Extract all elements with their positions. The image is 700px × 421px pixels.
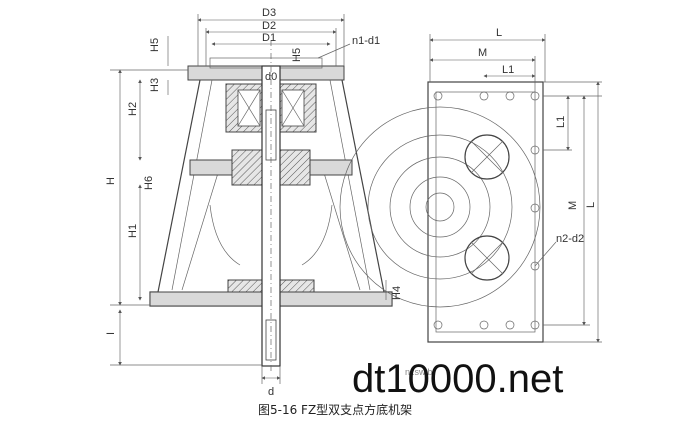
label-d0: d0 — [265, 71, 277, 83]
label-H2: H2 — [127, 102, 139, 116]
outer-ring — [339, 106, 541, 308]
label-H3: H3 — [149, 78, 161, 92]
label-H6: H6 — [143, 176, 155, 190]
label-M-top: M — [478, 47, 487, 59]
label-H1: H1 — [127, 224, 139, 238]
label-D2: D2 — [262, 20, 276, 32]
label-H: H — [105, 177, 117, 185]
label-n2-d2: n2-d2 — [556, 233, 584, 245]
label-d: d — [268, 386, 274, 398]
figure-caption: 图5-16 FZ型双支点方底机架 — [258, 402, 412, 417]
label-I: I — [105, 332, 117, 335]
housing-inner — [171, 79, 371, 291]
label-D3: D3 — [262, 7, 276, 19]
dimension-labels: D3 D2 D1 n1-d1 H5 H5 H3 d0 H2 H H6 H1 H4… — [105, 7, 597, 398]
label-H4: H4 — [391, 286, 403, 300]
label-L-side: L — [585, 202, 597, 208]
label-M-side: M — [567, 201, 579, 210]
section-view — [110, 14, 393, 384]
label-L1-top: L1 — [502, 64, 514, 76]
hole-top — [464, 134, 510, 180]
label-H5-inner: H5 — [291, 48, 303, 62]
hole-bottom — [464, 235, 510, 281]
stamp-text: nzsw.br — [405, 367, 436, 377]
label-n1-d1: n1-d1 — [352, 35, 380, 47]
label-L1-side: L1 — [555, 116, 567, 128]
base-plate-outline — [427, 81, 544, 343]
bolt-holes — [433, 91, 540, 330]
label-D1: D1 — [262, 32, 276, 44]
label-H5-left: H5 — [149, 38, 161, 52]
label-L-top: L — [496, 27, 502, 39]
watermark: dt10000.net — [352, 357, 563, 401]
plan-view — [339, 34, 602, 343]
